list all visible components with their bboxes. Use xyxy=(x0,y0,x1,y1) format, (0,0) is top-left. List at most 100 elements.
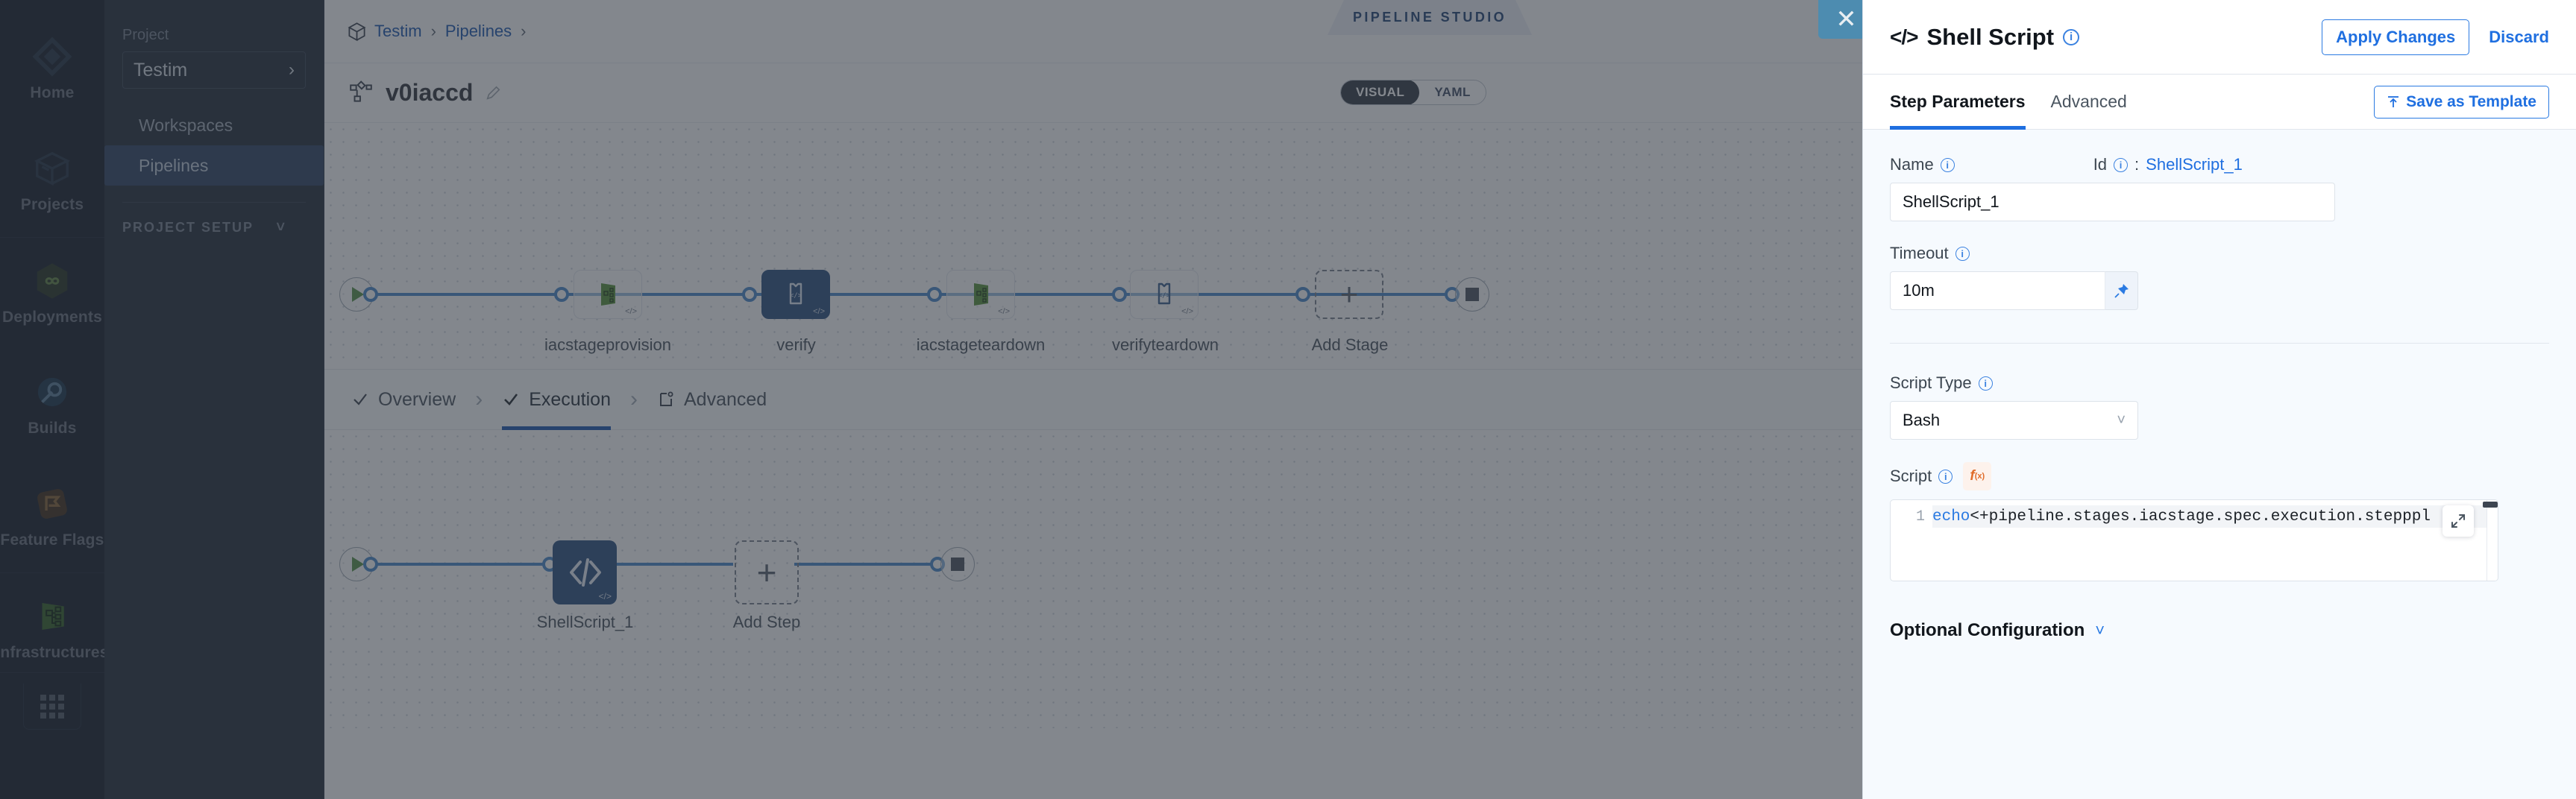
discard-button[interactable]: Discard xyxy=(2489,27,2549,46)
code-brackets-icon: </> xyxy=(1890,25,1918,48)
optional-configuration-toggle[interactable]: Optional Configuration ˅ xyxy=(1890,620,2549,641)
tab-advanced[interactable]: Advanced xyxy=(657,369,767,430)
chevron-right-icon: › xyxy=(289,60,295,80)
save-as-template-button[interactable]: Save as Template xyxy=(2374,85,2549,119)
nav-item-home[interactable]: Home xyxy=(0,13,104,125)
info-icon[interactable]: i xyxy=(2063,28,2080,45)
script-editor[interactable]: 1 echo <+pipeline.stages.iacstage.spec.e… xyxy=(1890,499,2498,581)
close-icon: ✕ xyxy=(1835,5,1857,34)
graph-port xyxy=(1295,287,1310,302)
graph-port xyxy=(363,287,378,302)
sidebar-item-pipelines[interactable]: Pipelines xyxy=(104,145,324,186)
sidebar-divider xyxy=(122,202,306,203)
tab-step-parameters[interactable]: Step Parameters xyxy=(1890,75,2026,130)
pin-icon xyxy=(2114,284,2129,298)
editor-vertical-scrollbar[interactable] xyxy=(2483,500,2498,581)
check-icon xyxy=(354,394,367,405)
apply-changes-button[interactable]: Apply Changes xyxy=(2322,19,2470,55)
stage-node-iacstageteardown[interactable]: </> xyxy=(946,270,1015,319)
add-step-button[interactable]: + xyxy=(735,540,799,604)
info-icon[interactable]: i xyxy=(2114,157,2129,172)
check-icon xyxy=(504,394,518,405)
info-icon[interactable]: i xyxy=(1978,376,1993,391)
fx-icon[interactable]: f(x) xyxy=(1963,462,1992,490)
script-tail: ppl xyxy=(2402,508,2431,525)
sidebar-item-label: Workspaces xyxy=(139,115,233,135)
svg-text:</>: </> xyxy=(1158,292,1171,300)
stage-node-verifyteardown[interactable]: </> </> xyxy=(1130,270,1199,319)
tab-drawer-advanced[interactable]: Advanced xyxy=(2051,75,2127,130)
breadcrumb-separator: › xyxy=(430,22,436,40)
chevron-down-icon: ˅ xyxy=(276,219,286,236)
info-icon[interactable]: i xyxy=(1938,469,1953,484)
step-node-shellscript[interactable]: </> xyxy=(553,540,617,604)
name-label-wrap: Name i xyxy=(1890,155,1955,174)
nav-item-deployments[interactable]: Deployments xyxy=(0,237,104,349)
id-value: ShellScript_1 xyxy=(2146,155,2243,174)
nav-item-projects[interactable]: Projects xyxy=(0,125,104,237)
stage-node-iacstageprovision[interactable]: </> xyxy=(574,270,642,319)
script-type-label-wrap: Script Type i xyxy=(1890,373,2549,393)
builds-gear-icon xyxy=(37,377,67,407)
breadcrumb-item-pipelines[interactable]: Pipelines xyxy=(444,22,512,40)
view-mode-toggle[interactable]: VISUAL YAML xyxy=(1340,80,1486,105)
stage-badge: </> xyxy=(625,307,637,316)
cube-icon xyxy=(348,22,366,41)
timeout-pin-button[interactable] xyxy=(2105,271,2138,310)
play-icon xyxy=(352,557,364,572)
name-input[interactable]: ShellScript_1 xyxy=(1890,183,2335,221)
nav-label: Feature Flags xyxy=(0,531,104,549)
tab-execution[interactable]: Execution xyxy=(502,369,611,430)
stop-icon xyxy=(951,558,964,571)
drawer-body: Name i Id i : ShellScript_1 ShellScript_… xyxy=(1863,130,2576,799)
script-type-label: Script Type xyxy=(1890,373,1972,392)
infrastructure-icon xyxy=(974,283,988,306)
svg-text:</>: </> xyxy=(790,292,802,300)
script-rest: <+pipeline.stages.iacstage.spec.executio… xyxy=(1970,508,2403,525)
stage-label: verify xyxy=(776,335,816,354)
step-badge: </> xyxy=(598,591,612,601)
breadcrumb-item-testim[interactable]: Testim xyxy=(374,22,422,40)
sidebar-item-workspaces[interactable]: Workspaces xyxy=(104,105,324,145)
info-icon[interactable]: i xyxy=(1955,246,1970,261)
expand-editor-button[interactable] xyxy=(2443,505,2474,537)
info-icon[interactable]: i xyxy=(1940,157,1955,172)
add-stage-button[interactable]: + xyxy=(1315,270,1383,319)
chevron-down-icon: ˅ xyxy=(2095,621,2105,639)
script-code-text[interactable]: echo <+pipeline.stages.iacstage.spec.exe… xyxy=(1932,505,2498,528)
pencil-icon[interactable] xyxy=(485,85,501,101)
project-sidebar: Project Testim › Workspaces Pipelines PR… xyxy=(104,0,324,799)
nav-item-infrastructures[interactable]: Infrastructures xyxy=(0,572,108,684)
tab-overview[interactable]: Overview xyxy=(351,369,456,430)
timeout-input[interactable]: 10m xyxy=(1890,271,2105,310)
apps-grid-button[interactable] xyxy=(23,683,81,730)
timeout-label: Timeout xyxy=(1890,244,1949,262)
infinity-hex-icon xyxy=(37,262,68,299)
step-label: ShellScript_1 xyxy=(536,613,634,631)
tab-label: Step Parameters xyxy=(1890,92,2026,111)
page-title: v0iaccd xyxy=(386,79,474,106)
drawer-tabs: Step Parameters Advanced Save as Templat… xyxy=(1863,75,2576,130)
graph-end-node[interactable] xyxy=(940,547,975,581)
project-name: Testim xyxy=(133,59,188,80)
apps-launcher-area xyxy=(0,672,104,799)
graph-wire xyxy=(369,293,559,296)
pipeline-studio-chip: PIPELINE STUDIO xyxy=(1328,0,1532,35)
stage-node-verify[interactable]: </> </> xyxy=(761,270,830,319)
nav-item-builds[interactable]: Builds xyxy=(0,349,104,461)
graph-end-node[interactable] xyxy=(1455,277,1489,312)
view-mode-visual[interactable]: VISUAL xyxy=(1341,80,1420,104)
project-setup-toggle[interactable]: PROJECT SETUP ˅ xyxy=(122,219,306,236)
project-selector[interactable]: Testim › xyxy=(122,51,306,89)
chevron-down-icon: ˅ xyxy=(2117,411,2126,429)
view-mode-yaml[interactable]: YAML xyxy=(1434,85,1471,99)
nav-item-feature-flags[interactable]: Feature Flags xyxy=(0,461,104,572)
plus-icon: + xyxy=(756,553,777,592)
cube-icon xyxy=(34,151,71,186)
id-line: Id i : ShellScript_1 xyxy=(2093,155,2243,174)
script-type-select[interactable]: Bash ˅ xyxy=(1890,401,2138,440)
expand-icon xyxy=(2451,514,2465,528)
code-brackets-icon xyxy=(570,558,601,587)
name-label: Name xyxy=(1890,155,1934,174)
